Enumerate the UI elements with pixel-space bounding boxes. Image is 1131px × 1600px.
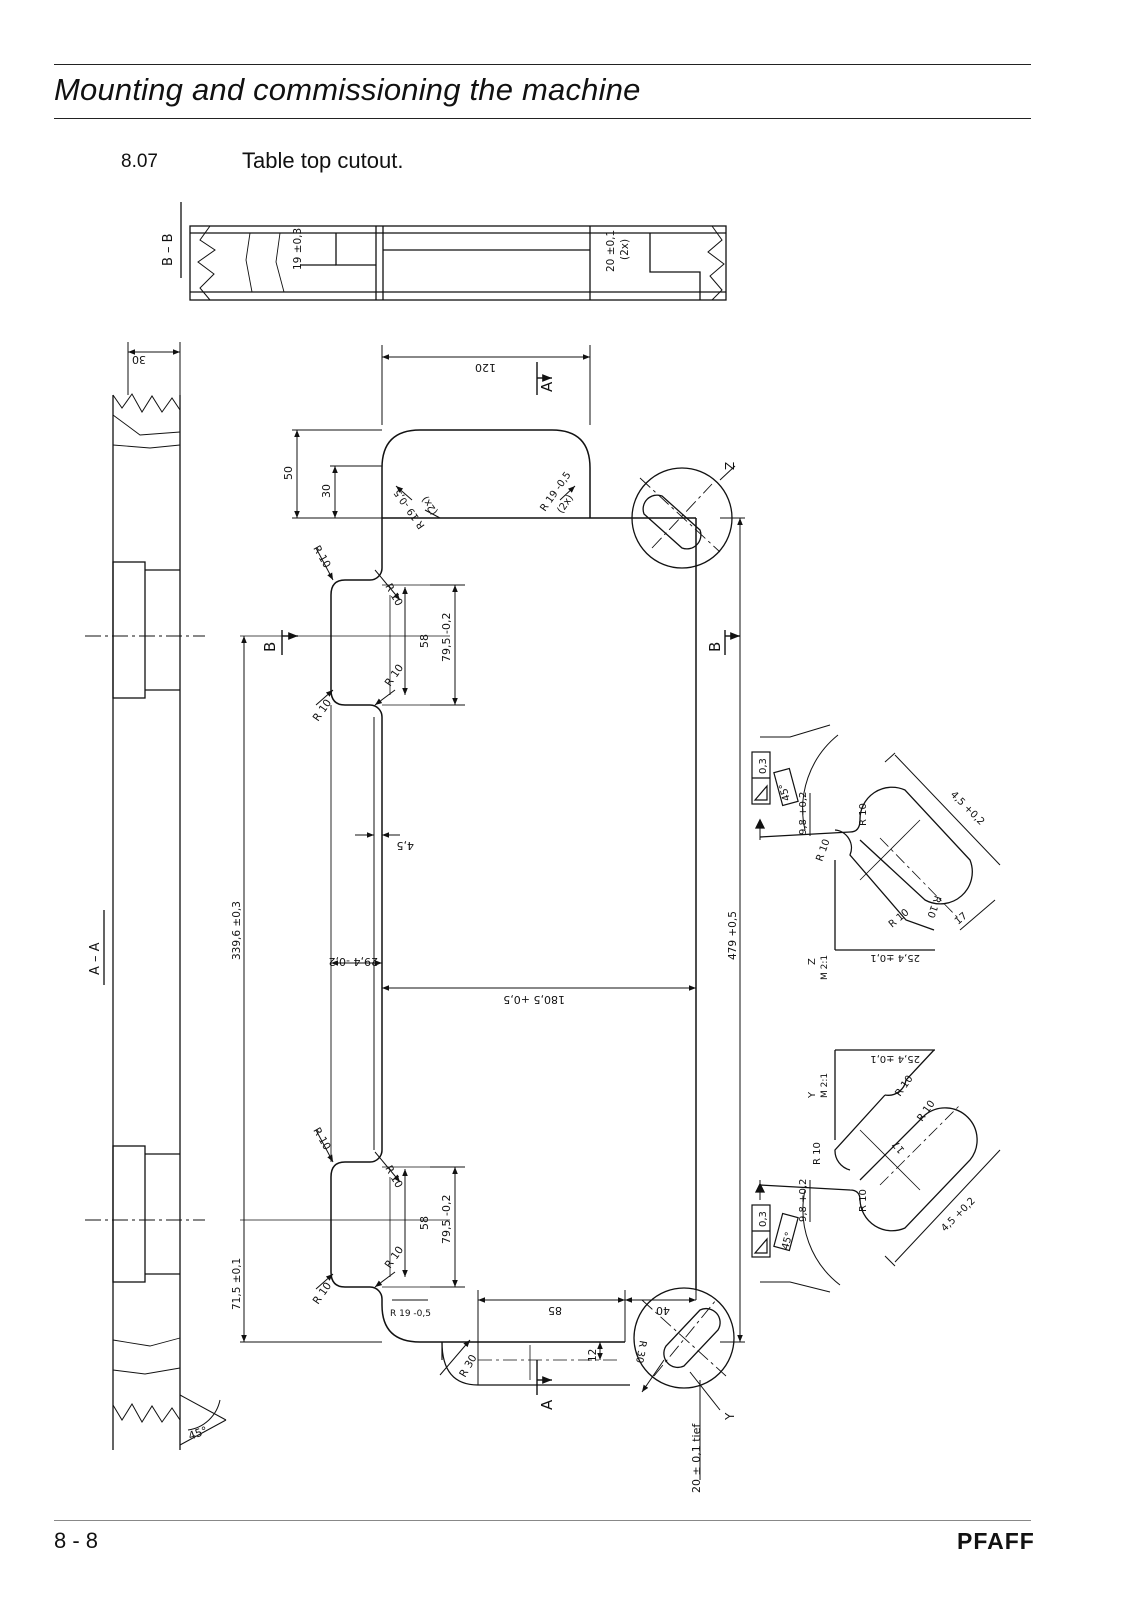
tolerance-z-value: 0,3 xyxy=(758,758,769,774)
radius-10-y-a: R 10 xyxy=(812,1142,823,1165)
dim-30-side-label: 30 xyxy=(132,353,146,366)
radius-10-z-d: R 10 xyxy=(924,894,942,919)
dim-30-side xyxy=(127,342,181,395)
detail-z-scale: M 2:1 xyxy=(820,955,830,980)
dim-20-label: 20 ±0,1 xyxy=(605,230,617,272)
radius-19-left: R 19 -0,5 xyxy=(392,487,427,531)
dim-19-label: 19 ±0,3 xyxy=(292,228,304,270)
tolerance-box-z xyxy=(751,751,799,807)
angle-z-label: 45° xyxy=(778,782,793,802)
dim-9-8-z: 9,8 +0,2 xyxy=(798,792,809,835)
detail-view-z xyxy=(754,724,1001,951)
angle-y-label: 45° xyxy=(780,1231,795,1251)
dim-71-label: 71,5 ±0,1 xyxy=(231,1258,243,1310)
brand-logo: PFAFF xyxy=(957,1528,1035,1554)
dim-58-lower: 58 xyxy=(418,1216,431,1230)
dim-180-label: 180,5 +0,5 xyxy=(503,993,565,1006)
cut-marker-a-bottom: A xyxy=(538,1399,556,1410)
dim-4-5-z: 4,5 +0,2 xyxy=(948,789,986,827)
dim-25-4-z: 25,4 ±0,1 xyxy=(870,952,920,963)
dim-17-z: 17 xyxy=(953,911,970,928)
dim-4-5-label: 4,5 xyxy=(397,839,415,852)
dim-17-y: 17 xyxy=(891,1138,908,1155)
radius-10-y-d: R 10 xyxy=(915,1099,937,1124)
dim-12-label: 12 xyxy=(587,1349,599,1362)
dim-40-label: 40 xyxy=(656,1304,670,1317)
radius-19-bottom: R 19 -0,5 xyxy=(390,1309,431,1319)
section-label-aa: A – A xyxy=(88,942,103,975)
corner-circle-y xyxy=(633,1287,735,1411)
dim-58-upper: 58 xyxy=(418,634,431,648)
dim-479-label: 479 +0,5 xyxy=(727,911,739,960)
detail-z-marker: Z xyxy=(807,958,818,965)
dim-50-label: 50 xyxy=(282,466,295,480)
header-underline xyxy=(54,118,1031,119)
radius-10-z-a: R 10 xyxy=(858,803,869,826)
centerlines xyxy=(240,584,620,1380)
corner-circle-z xyxy=(631,465,736,569)
dim-339-label: 339,6 ±0,3 xyxy=(231,901,243,960)
radius-10-f: R 10 xyxy=(382,1164,404,1191)
section-label-bb: B – B xyxy=(161,233,176,266)
detail-view-y xyxy=(754,1049,1001,1293)
dim-4-5-y: 4,5 +0,2 xyxy=(939,1196,977,1234)
radius-10-y-c: R 10 xyxy=(893,1074,915,1099)
page-title: Mounting and commissioning the machine xyxy=(54,72,641,107)
radius-19-left-2x: (2x) xyxy=(420,494,441,517)
radius-10-y-b: R 10 xyxy=(858,1189,869,1212)
dim-79-upper: 79,5 -0,2 xyxy=(440,613,453,662)
detail-y-scale: M 2:1 xyxy=(820,1073,830,1098)
radius-10-z-b: R 10 xyxy=(814,838,832,863)
radius-30-label: R 30 xyxy=(457,1353,479,1380)
radius-10-g: R 10 xyxy=(383,1244,407,1271)
tolerance-box-y xyxy=(751,1204,799,1258)
section-number: 8.07 xyxy=(121,151,158,172)
marker-z-label: Z xyxy=(723,462,737,470)
section-view-bb xyxy=(189,225,727,301)
dim-29-label: 29,4 -0,2 xyxy=(329,955,378,968)
page-number: 8 - 8 xyxy=(54,1528,99,1553)
cut-markers xyxy=(281,362,740,1395)
radius-10-a: R 10 xyxy=(310,544,332,571)
radius-10-z-c: R 10 xyxy=(887,907,912,930)
radius-10-e: R 10 xyxy=(310,1126,332,1153)
footer-rule xyxy=(54,1520,1031,1521)
dim-85-label: 85 xyxy=(548,1304,562,1317)
angle-45-side: 45° xyxy=(187,1424,210,1443)
dim-30-label: 30 xyxy=(320,484,333,498)
dim-2x-label: (2x) xyxy=(619,239,631,260)
tolerance-y-value: 0,3 xyxy=(758,1211,769,1227)
dimension-lines xyxy=(240,345,745,1480)
radius-30-right-label: R 30 xyxy=(633,1339,648,1363)
cut-marker-a-top: A xyxy=(538,381,556,392)
depth-label: 20 ± 0,1 tief xyxy=(690,1423,703,1493)
radius-10-h: R 10 xyxy=(311,1280,335,1307)
detail-y-marker: Y xyxy=(807,1091,818,1099)
section-title: Table top cutout. xyxy=(242,148,404,173)
dim-9-8-y: 9,8 +0,2 xyxy=(798,1179,809,1222)
header-rule xyxy=(54,64,1031,65)
section-view-aa xyxy=(85,393,227,1450)
radius-10-b: R 10 xyxy=(382,582,404,609)
dim-79-lower: 79,5 -0,2 xyxy=(440,1195,453,1244)
dim-120-label: 120 xyxy=(475,361,496,374)
marker-y-label: Y xyxy=(723,1412,737,1421)
technical-drawing: B – B 19 ±0,3 20 ±0,1 (2x) 30 A – A 45° xyxy=(85,202,1001,1493)
dim-25-4-y: 25,4 ±0,1 xyxy=(870,1053,920,1064)
cut-marker-b-left: B xyxy=(261,642,279,652)
cutout-outline xyxy=(330,429,697,1386)
radius-10-c: R 10 xyxy=(383,662,407,689)
cut-marker-b-right: B xyxy=(706,642,724,652)
